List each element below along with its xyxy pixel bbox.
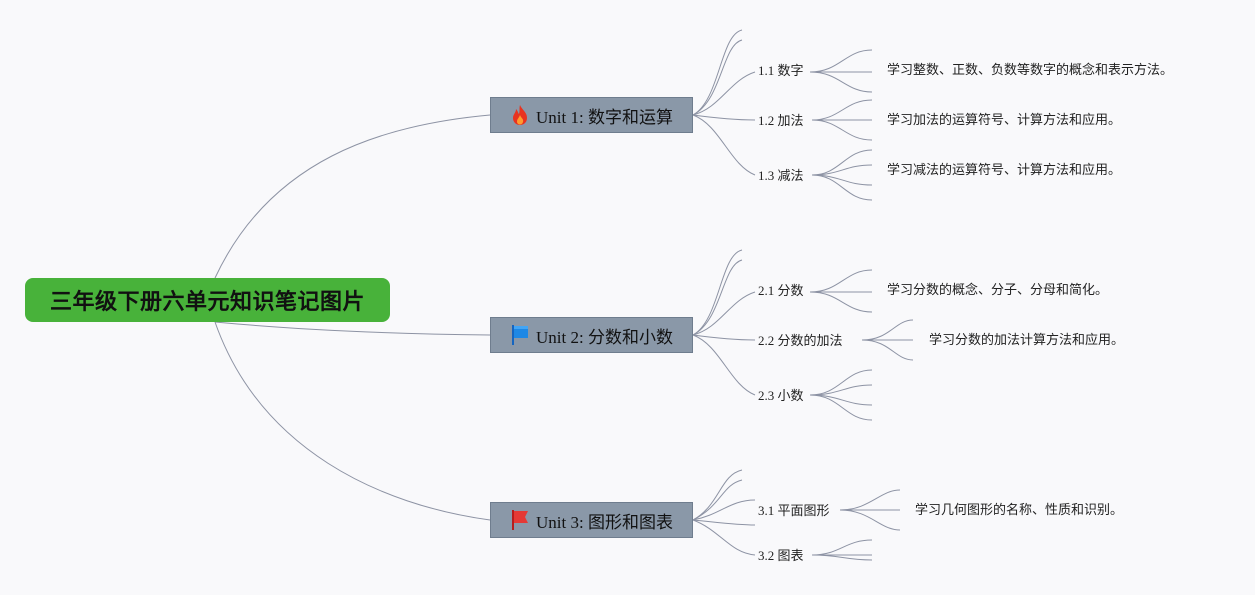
unit-2-node[interactable]: Unit 2: 分数和小数 (490, 317, 693, 353)
topic-3-1-detail: 学习几何图形的名称、性质和识别。 (915, 503, 1124, 518)
topic-2-2[interactable]: 2.2 分数的加法 (758, 333, 843, 348)
topic-1-2-detail: 学习加法的运算符号、计算方法和应用。 (887, 113, 1122, 128)
topic-2-1-detail: 学习分数的概念、分子、分母和简化。 (887, 283, 1109, 298)
topic-2-1[interactable]: 2.1 分数 (758, 283, 804, 298)
blue-flag-icon (510, 324, 530, 346)
red-flag-icon (510, 509, 530, 531)
topic-1-2[interactable]: 1.2 加法 (758, 113, 804, 128)
fire-icon (510, 104, 530, 126)
topic-1-1[interactable]: 1.1 数字 (758, 63, 804, 78)
topic-2-3[interactable]: 2.3 小数 (758, 388, 804, 403)
topic-1-3-detail: 学习减法的运算符号、计算方法和应用。 (887, 163, 1122, 178)
unit-1-label: Unit 1: 数字和运算 (536, 107, 673, 127)
unit-2-label: Unit 2: 分数和小数 (536, 327, 673, 347)
topic-3-2[interactable]: 3.2 图表 (758, 548, 804, 563)
root-node[interactable]: 三年级下册六单元知识笔记图片 (25, 278, 390, 322)
topic-1-1-detail: 学习整数、正数、负数等数字的概念和表示方法。 (887, 63, 1174, 78)
topic-1-3[interactable]: 1.3 减法 (758, 168, 804, 183)
topic-2-2-detail: 学习分数的加法计算方法和应用。 (929, 333, 1125, 348)
unit-3-node[interactable]: Unit 3: 图形和图表 (490, 502, 693, 538)
unit-3-label: Unit 3: 图形和图表 (536, 512, 673, 532)
unit-1-node[interactable]: Unit 1: 数字和运算 (490, 97, 693, 133)
root-title: 三年级下册六单元知识笔记图片 (49, 290, 365, 315)
topic-3-1[interactable]: 3.1 平面图形 (758, 503, 830, 518)
